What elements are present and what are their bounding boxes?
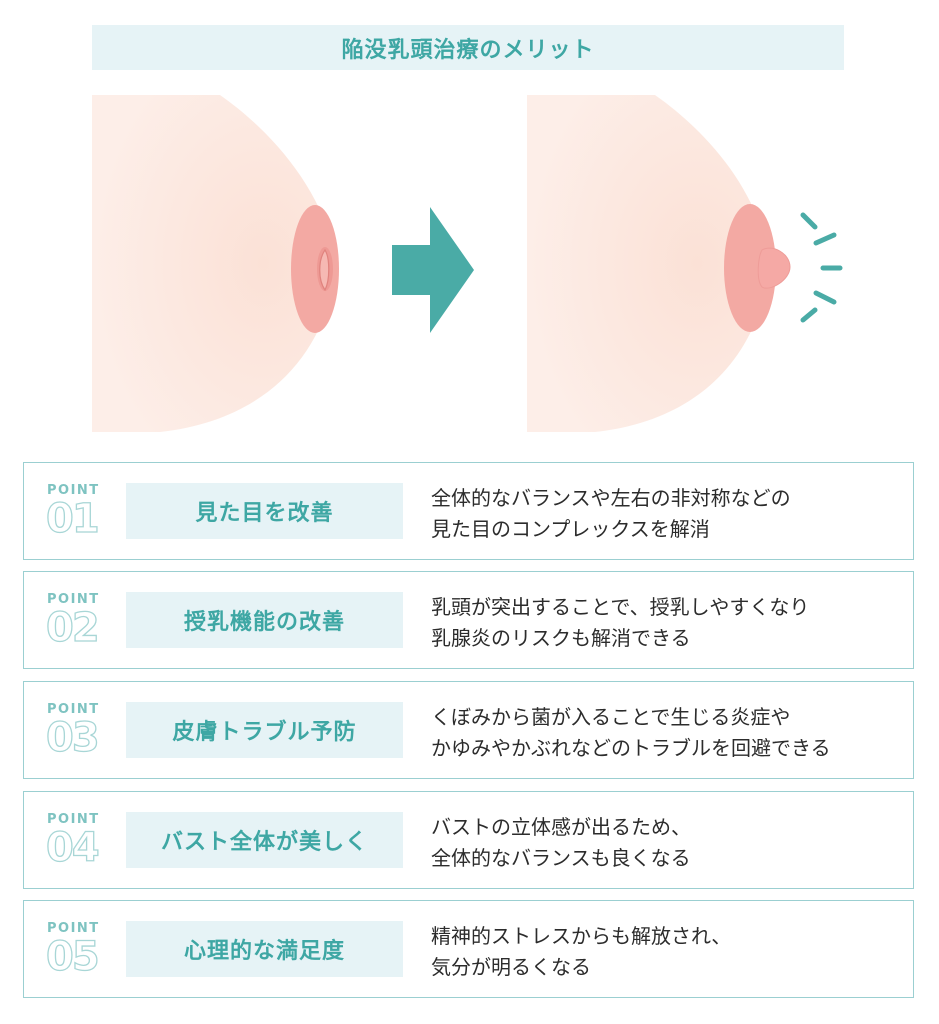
point-description: 精神的ストレスからも解放され、 気分が明るくなる — [431, 921, 911, 983]
point-heading-box: 見た目を改善 — [126, 483, 403, 539]
point-description: 全体的なバランスや左右の非対称などの 見た目のコンプレックスを解消 — [431, 483, 911, 545]
before-after-illustration — [92, 95, 843, 432]
point-heading: 見た目を改善 — [195, 501, 334, 526]
point-card-03: POINT 03 皮膚トラブル予防 くぼみから菌が入ることで生じる炎症や かゆみ… — [23, 681, 914, 779]
point-card-02: POINT 02 授乳機能の改善 乳頭が突出することで、授乳しやすくなり 乳腺炎… — [23, 571, 914, 669]
point-label: POINT — [47, 483, 100, 498]
before-breast-image — [92, 95, 339, 432]
point-label: POINT — [47, 592, 100, 607]
point-description: バストの立体感が出るため、 全体的なバランスも良くなる — [431, 812, 911, 874]
point-card-01: POINT 01 見た目を改善 全体的なバランスや左右の非対称などの 見た目のコ… — [23, 462, 914, 560]
point-number: 04 — [45, 825, 100, 871]
point-heading: 心理的な満足度 — [183, 939, 345, 964]
point-number: 03 — [45, 715, 100, 761]
point-heading-box: 心理的な満足度 — [126, 921, 403, 977]
point-label: POINT — [47, 921, 100, 936]
point-heading: バスト全体が美しく — [160, 830, 368, 855]
point-card-04: POINT 04 バスト全体が美しく バストの立体感が出るため、 全体的なバラン… — [23, 791, 914, 889]
point-description-line: 全体的なバランスも良くなる — [431, 846, 691, 870]
point-description: くぼみから菌が入ることで生じる炎症や かゆみやかぶれなどのトラブルを回避できる — [431, 702, 911, 764]
point-heading: 授乳機能の改善 — [183, 610, 345, 635]
point-number: 05 — [45, 934, 100, 980]
point-card-05: POINT 05 心理的な満足度 精神的ストレスからも解放され、 気分が明るくな… — [23, 900, 914, 998]
point-heading-box: 皮膚トラブル予防 — [126, 702, 403, 758]
point-description-line: 乳腺炎のリスクも解消できる — [431, 626, 691, 650]
title-banner: 陥没乳頭治療のメリット — [92, 25, 844, 70]
point-heading-box: バスト全体が美しく — [126, 812, 403, 868]
point-description-line: くぼみから菌が入ることで生じる炎症や — [431, 705, 791, 729]
point-number: 02 — [45, 605, 100, 651]
point-number: 01 — [45, 496, 100, 542]
point-description-line: バストの立体感が出るため、 — [431, 815, 691, 839]
point-description-line: 気分が明るくなる — [431, 955, 591, 979]
arrow-right-icon — [392, 207, 474, 333]
point-description: 乳頭が突出することで、授乳しやすくなり 乳腺炎のリスクも解消できる — [431, 592, 911, 654]
point-description-line: 全体的なバランスや左右の非対称などの — [431, 486, 791, 510]
point-label: POINT — [47, 812, 100, 827]
point-description-line: 精神的ストレスからも解放され、 — [431, 924, 732, 948]
point-description-line: 乳頭が突出することで、授乳しやすくなり — [431, 595, 810, 619]
point-heading-box: 授乳機能の改善 — [126, 592, 403, 648]
sparkle-lines-icon — [800, 212, 843, 323]
point-label: POINT — [47, 702, 100, 717]
point-heading: 皮膚トラブル予防 — [172, 720, 357, 745]
point-description-line: かゆみやかぶれなどのトラブルを回避できる — [431, 736, 831, 760]
after-breast-image — [527, 95, 843, 432]
page-title: 陥没乳頭治療のメリット — [341, 37, 595, 63]
point-description-line: 見た目のコンプレックスを解消 — [431, 517, 710, 541]
